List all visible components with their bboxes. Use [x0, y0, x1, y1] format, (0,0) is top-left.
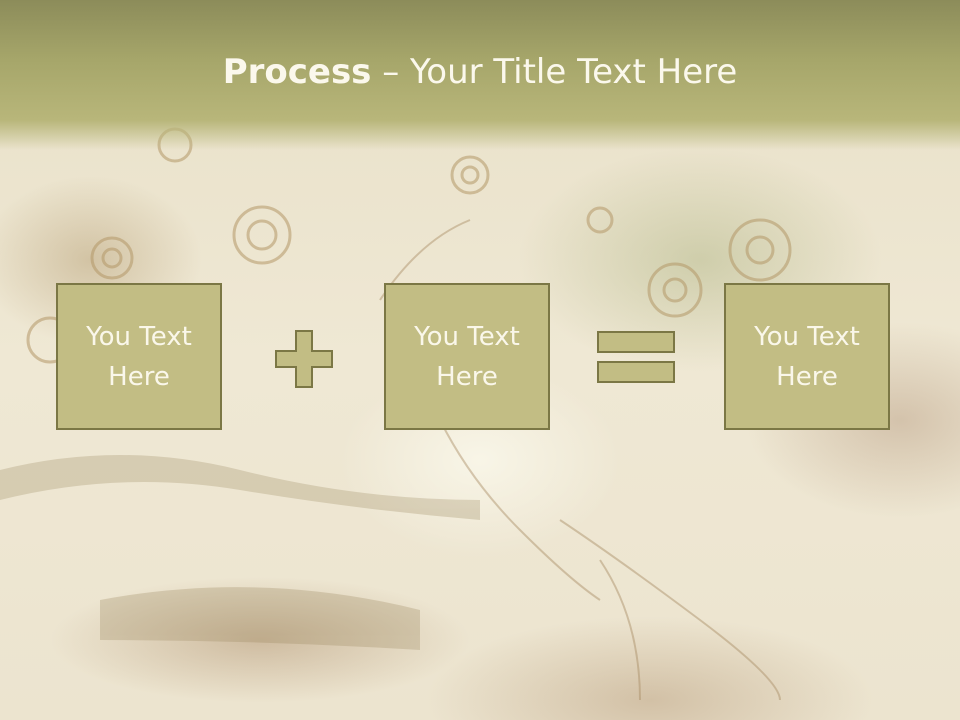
process-box-1-text: You Text Here: [86, 321, 192, 392]
plus-icon: [274, 329, 334, 393]
process-box-3-text: You Text Here: [754, 321, 860, 392]
process-box-1[interactable]: You Text Here: [56, 283, 222, 430]
title-bar: [0, 0, 960, 150]
process-box-2[interactable]: You Text Here: [384, 283, 550, 430]
process-box-2-text: You Text Here: [414, 321, 520, 392]
equals-icon: [596, 330, 678, 390]
process-box-3[interactable]: You Text Here: [724, 283, 890, 430]
title-rest: – Your Title Text Here: [371, 52, 738, 92]
slide-title: Process – Your Title Text Here: [0, 52, 960, 92]
title-bold: Process: [222, 52, 372, 92]
